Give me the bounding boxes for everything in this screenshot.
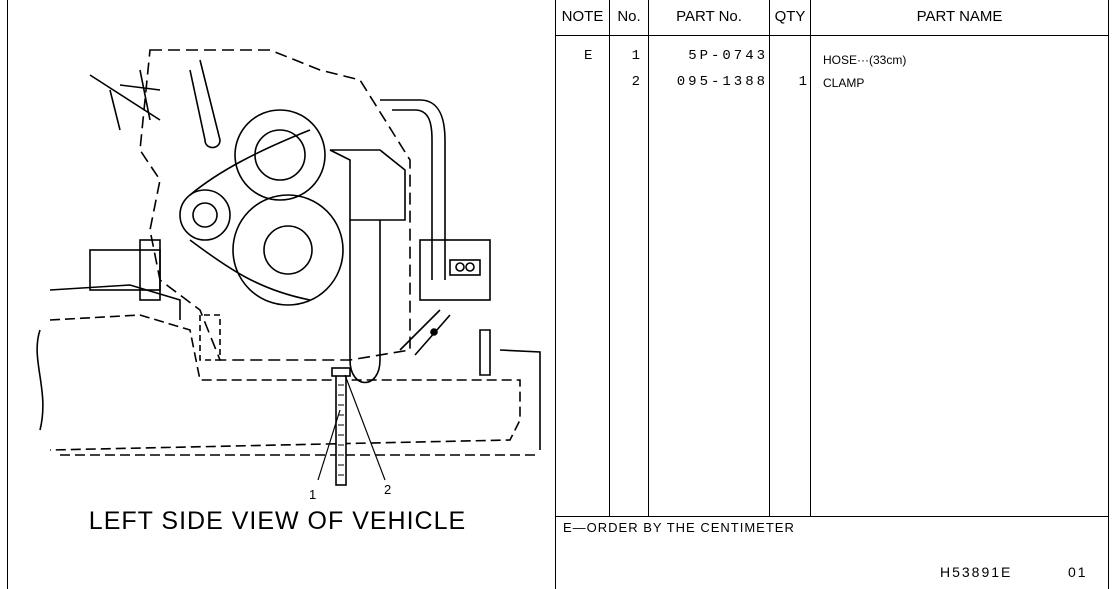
col-divider-2 xyxy=(648,0,649,516)
header-qty: QTY xyxy=(774,8,806,25)
row-number: 2 xyxy=(631,74,640,90)
row-number: 1 xyxy=(631,48,640,64)
row-part-name: CLAMP xyxy=(823,76,865,90)
sheet-number: 01 xyxy=(1068,564,1088,580)
callout-1: 1 xyxy=(309,487,317,502)
header-no: No. xyxy=(617,8,641,25)
row-part-number: 5P-0743 xyxy=(688,48,768,64)
row-qty: 1 xyxy=(798,74,807,90)
order-note: E—ORDER BY THE CENTIMETER xyxy=(563,520,795,535)
header-part-name: PART NAME xyxy=(916,8,1003,25)
page-border-left xyxy=(7,0,8,589)
engine-diagram xyxy=(36,49,541,486)
document-code: H53891E xyxy=(940,564,1013,580)
col-divider-4 xyxy=(810,0,811,516)
col-divider-1 xyxy=(609,0,610,516)
table-bottom-rule xyxy=(556,516,1109,517)
col-divider-3 xyxy=(769,0,770,516)
row-part-name: HOSE···(33cm) xyxy=(823,53,907,67)
view-caption: LEFT SIDE VIEW OF VEHICLE xyxy=(88,507,467,535)
row-part-number: 095-1388 xyxy=(676,74,768,90)
header-note: NOTE xyxy=(561,8,604,25)
row-note: E xyxy=(584,48,593,64)
callout-2: 2 xyxy=(384,482,392,497)
header-rule xyxy=(556,35,1109,36)
page-border-right xyxy=(1108,0,1109,589)
header-part-no: PART No. xyxy=(676,8,742,25)
page-divider xyxy=(555,0,556,589)
